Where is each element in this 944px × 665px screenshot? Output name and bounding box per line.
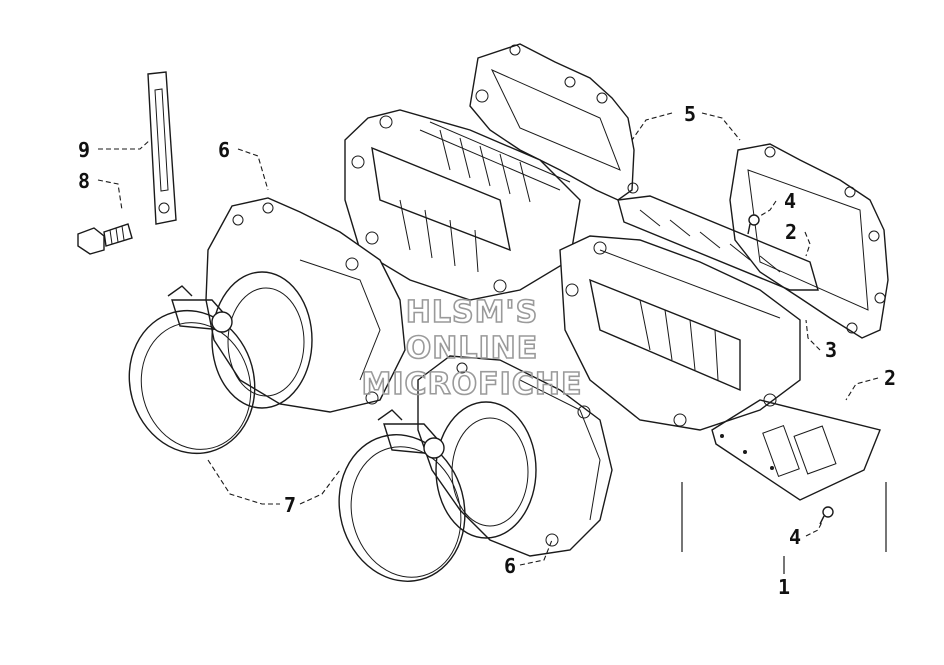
callout-7: 7 [284,493,296,517]
callout-2-upper: 2 [785,220,797,244]
intake-flange-part-6-lower [417,355,613,557]
callout-5: 5 [684,102,696,126]
callout-3: 3 [825,338,837,362]
plate-part-9 [147,71,177,225]
callout-4-lower: 4 [789,525,801,549]
callout-8: 8 [78,169,90,193]
watermark-line-2: ONLINE [406,331,539,366]
gasket-part-5-lower [729,143,889,339]
reed-petal-part-2-lower [711,399,881,501]
reed-cage-part-3-upper [344,109,581,301]
reed-petal-part-2-upper [617,195,819,291]
callout-9: 9 [78,138,90,162]
callout-1: 1 [778,575,790,599]
callout-2-lower: 2 [884,366,896,390]
screw-part-4-upper [747,214,760,235]
callout-4-upper: 4 [784,189,796,213]
gasket-part-5-upper [469,43,639,201]
bolt-part-8 [77,223,133,255]
callout-6-upper: 6 [218,138,230,162]
hose-clamp-part-7-upper [128,285,256,455]
screw-part-4-lower [819,506,834,525]
intake-flange-part-6-upper [205,197,406,413]
callout-6-lower: 6 [504,554,516,578]
watermark-line-1: HLSM'S [406,295,538,330]
leader-lines [97,112,887,574]
reed-cage-part-3-lower [559,235,801,431]
watermark-line-3: MICROFICHE [362,367,583,402]
hose-clamp-part-7-lower [338,409,466,582]
